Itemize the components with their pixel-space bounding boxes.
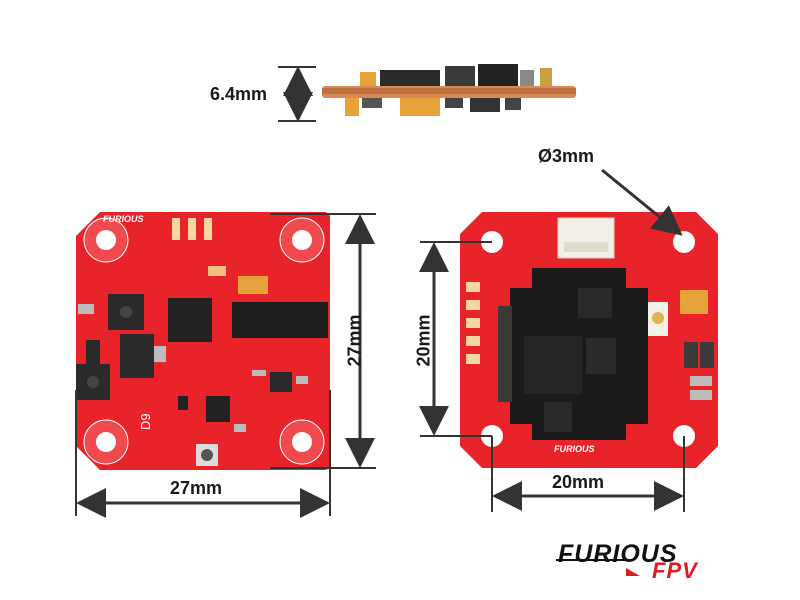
logo-word-fpv: FPV xyxy=(652,558,698,583)
right-board-silk-brand: FURIOUS xyxy=(554,444,595,454)
right-height-label: 20mm xyxy=(413,314,434,367)
hole-pointer-arrow xyxy=(601,168,683,236)
left-board-silk-id: D9 xyxy=(138,413,153,430)
left-board xyxy=(76,212,330,470)
side-height-label: 6.4mm xyxy=(210,84,268,104)
hole-diameter-label: Ø3mm xyxy=(538,146,595,166)
right-width-label: 20mm xyxy=(552,472,605,492)
left-width-label: 27mm xyxy=(170,478,223,498)
right-board xyxy=(460,212,718,468)
furious-fpv-logo: FURIOUS FPV xyxy=(556,540,746,583)
left-height-label: 27mm xyxy=(344,314,365,367)
logo-word-furious: FURIOUS xyxy=(558,540,678,568)
side-view-board xyxy=(322,64,576,116)
left-board-silk-brand: FURIOUS xyxy=(103,214,144,224)
